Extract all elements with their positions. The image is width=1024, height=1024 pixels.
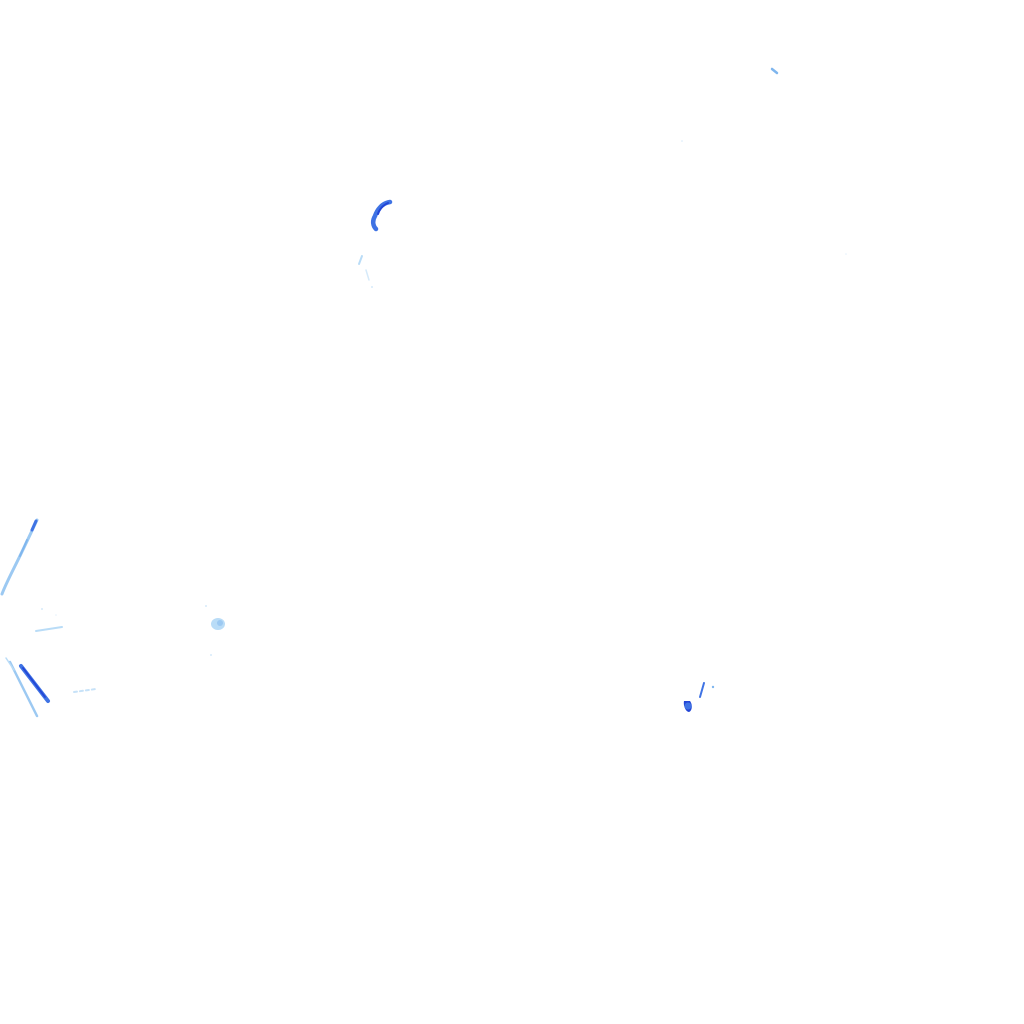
echo-west-streak-lower-a [19, 664, 50, 703]
echo-west-streak-upper [0, 518, 39, 596]
echo-west-dash [35, 608, 63, 632]
echo-southeast-cell [683, 682, 715, 712]
echo-west-streak-lower-b [5, 657, 97, 718]
echo-northeast-speck [681, 67, 847, 255]
echo-north-center-trail [358, 255, 373, 288]
echo-north-center [370, 199, 393, 232]
echo-west-blob [205, 605, 225, 656]
